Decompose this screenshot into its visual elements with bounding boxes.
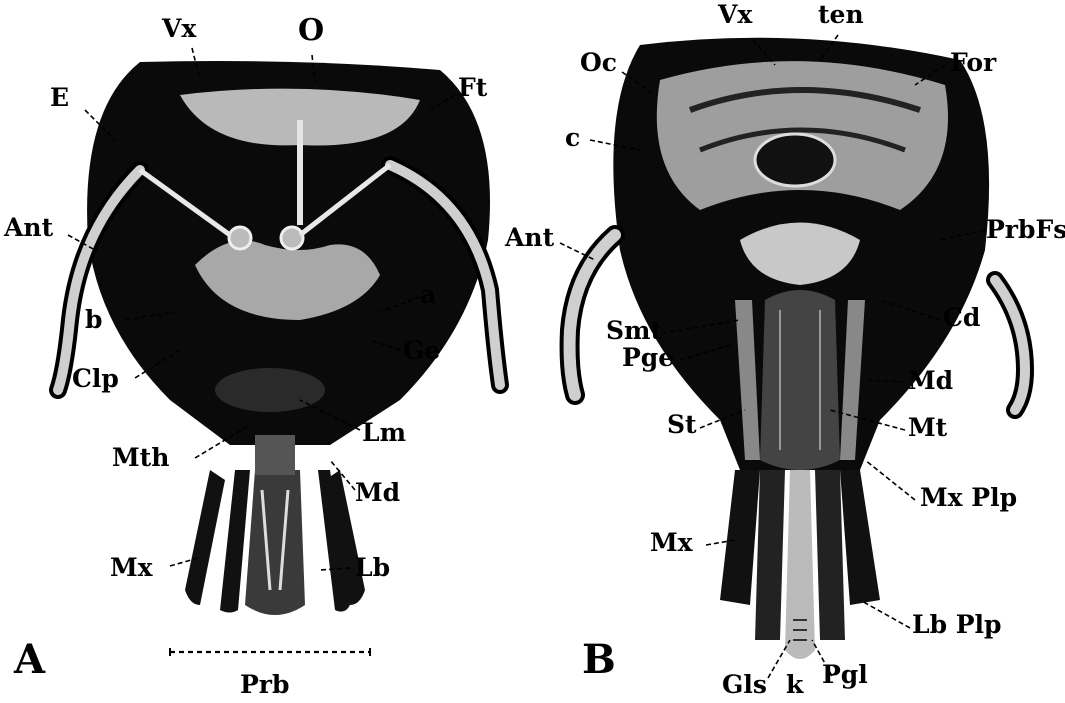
mentum-b [760,290,840,470]
label-mx-b: Mx [650,530,693,555]
label-ten-b: ten [818,2,864,27]
label-pgl-b: Pgl [822,662,868,687]
label-md-b: Md [908,368,953,393]
label-ant-a: Ant [4,215,53,240]
label-pge-b: Pge [622,345,674,370]
label-ant-b: Ant [505,225,554,250]
maxilla-left-b [720,470,760,605]
foramen-b [755,134,835,186]
maxilla-right-b [840,470,880,605]
label-vx-a: Vx [162,16,196,41]
antenna-socket-left-a [229,227,251,249]
label-smt-b: Smt [606,318,662,343]
label-e-a: E [50,85,69,110]
label-ge-a: Ge [403,338,440,363]
label-k-b: k [786,672,803,697]
label-cd-b: Cd [943,305,980,330]
label-o-a: O [298,16,324,46]
label-oc-b: Oc [580,50,617,75]
label-mt-b: Mt [908,415,947,440]
panel-letter-a: A [14,640,45,680]
label-prbfs-b: PrbFs [986,217,1065,242]
label-lbplp-b: Lb Plp [912,612,1002,637]
label-for-b: For [950,50,996,75]
antenna-socket-right-a [281,227,303,249]
proboscis-a [185,435,365,615]
label-st-b: St [667,412,697,437]
label-md-a: Md [355,480,400,505]
label-lm-a: Lm [362,420,406,445]
label-mx-a: Mx [110,555,153,580]
label-c-b: c [565,125,580,150]
label-vx-b: Vx [718,2,752,27]
label-clp-a: Clp [72,366,119,391]
label-mxplp-b: Mx Plp [920,485,1017,510]
label-ft-a: Ft [458,75,487,100]
label-prb-a: Prb [240,672,289,697]
label-a-a: a [420,282,436,307]
label-lb-a: Lb [355,555,390,580]
panel-letter-b: B [582,640,616,680]
label-mth-a: Mth [112,445,169,470]
label-gls-b: Gls [722,672,767,697]
label-b-a: b [85,307,102,332]
